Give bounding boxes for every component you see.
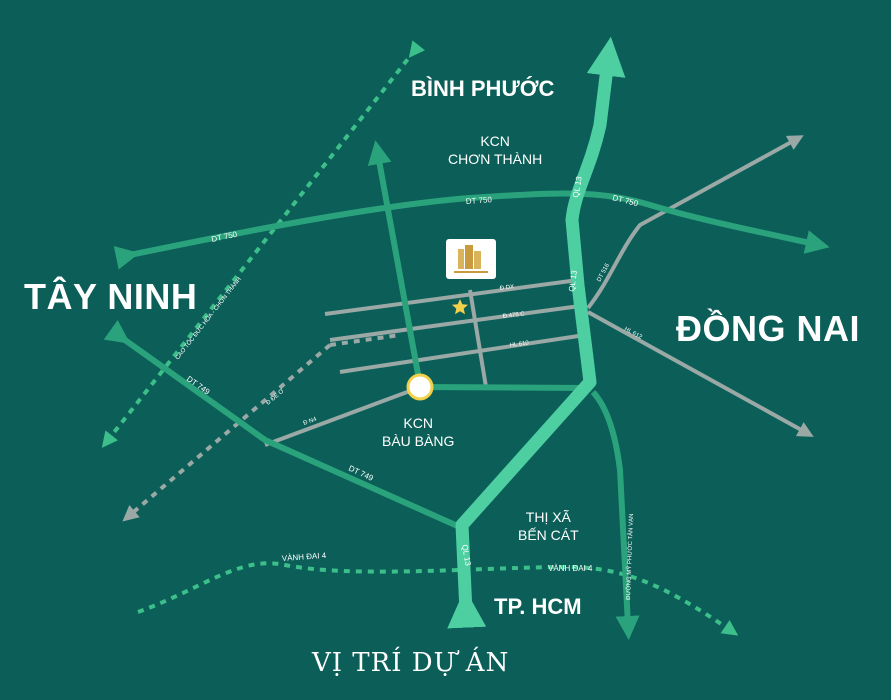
road-610	[339, 333, 586, 374]
road-bau-bang-north	[367, 140, 423, 386]
place-ben-cat: THỊ XÃ BẾN CÁT	[518, 509, 579, 543]
label-my-phuoc-tan-van: ĐƯỜNG MỸ PHƯỚC TÂN VẠN	[625, 513, 635, 600]
road-dt749	[103, 320, 464, 531]
label-dn4: Đ N4	[303, 416, 319, 427]
highway-ql13	[447, 36, 626, 629]
road-bau-bang-east	[419, 384, 591, 391]
label-475c: Đ 475 C	[503, 311, 526, 320]
road-dt516	[586, 135, 804, 310]
road-475c	[329, 304, 581, 342]
label-vanh-dai-4-west: VÀNH ĐAI 4	[282, 551, 328, 563]
label-hl610: HL 610	[509, 340, 529, 349]
label-dt750-east: DT 750	[612, 193, 640, 208]
road-connector-vertical	[468, 289, 488, 388]
label-dt750-center: DT 750	[466, 195, 493, 206]
ring-road-4	[137, 561, 739, 636]
label-dt750-west: DT 750	[211, 230, 239, 244]
star-icon	[452, 299, 468, 315]
place-kcn-bau-bang: KCN BÀU BÀNG	[382, 415, 455, 449]
place-kcn-chon-thanh: KCN CHƠN THÀNH	[448, 133, 543, 167]
road-dn4	[264, 386, 419, 447]
building-icon	[446, 239, 496, 279]
expressway-duc-hoa-chon-thanh	[101, 40, 425, 448]
label-ql13-north: QL 13	[571, 175, 584, 198]
label-de: Đ ĐE Ơ	[265, 388, 285, 406]
region-tp-hcm: TP. HCM	[494, 594, 582, 619]
road-de	[122, 343, 332, 522]
region-dong-nai: ĐỒNG NAI	[676, 308, 860, 349]
road-dx	[324, 278, 579, 316]
label-dx: Đ DX	[500, 284, 515, 292]
region-binh-phuoc: BÌNH PHƯỚC	[411, 76, 555, 101]
label-ql13-middle: QL 13	[567, 269, 579, 292]
map-title: VỊ TRÍ DỰ ÁN	[312, 648, 510, 678]
label-ql13-south: QL 13	[460, 544, 473, 567]
label-vanh-dai-4-east: VÀNH ĐAI 4	[548, 564, 593, 573]
bau-bang-marker	[406, 373, 434, 401]
road-my-phuoc-tan-van	[590, 389, 640, 640]
region-tay-ninh: TÂY NINH	[24, 276, 198, 317]
